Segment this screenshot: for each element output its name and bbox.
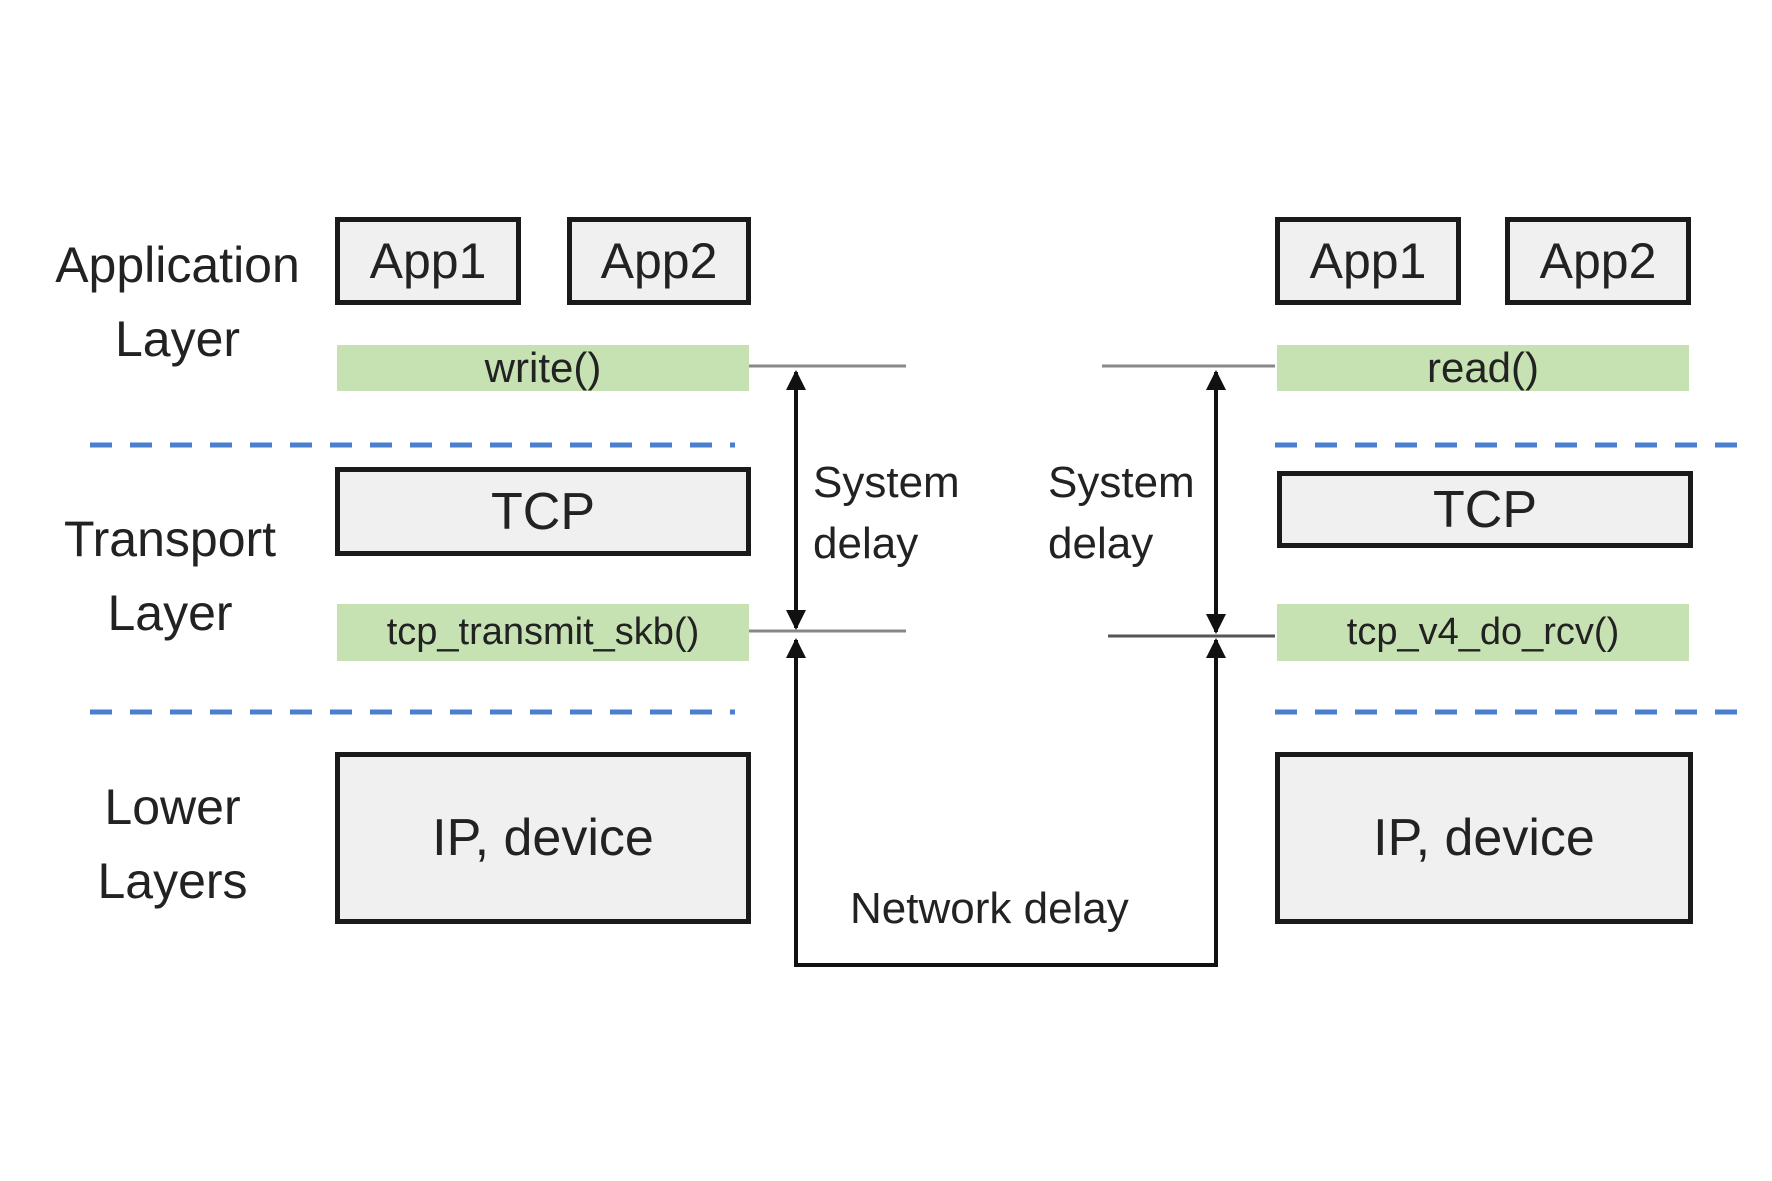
system-delay-right-line2: delay bbox=[1048, 519, 1154, 568]
system-delay-label-left: System delay bbox=[813, 452, 960, 574]
receiver-app1-box: App1 bbox=[1275, 217, 1461, 305]
lower-layers-label-line1: Lower bbox=[104, 779, 241, 835]
sender-transmit-function: tcp_transmit_skb() bbox=[337, 604, 749, 661]
transport-layer-label: Transport Layer bbox=[25, 502, 315, 650]
transport-layer-label-line2: Layer bbox=[107, 585, 233, 641]
application-layer-label: Application Layer bbox=[20, 228, 335, 376]
application-layer-label-line1: Application bbox=[55, 237, 300, 293]
transport-layer-label-line1: Transport bbox=[63, 511, 277, 567]
sender-app1-box: App1 bbox=[335, 217, 521, 305]
receiver-ip-device-box: IP, device bbox=[1275, 752, 1693, 924]
application-layer-label-line2: Layer bbox=[114, 311, 241, 367]
receiver-read-function: read() bbox=[1277, 344, 1689, 391]
receiver-app2-box: App2 bbox=[1505, 217, 1691, 305]
sender-write-function: write() bbox=[337, 344, 749, 391]
network-delay-label: Network delay bbox=[850, 884, 1129, 933]
system-delay-left-line1: System bbox=[813, 458, 960, 507]
sender-tcp-box: TCP bbox=[335, 467, 751, 556]
system-delay-label-right: System delay bbox=[1048, 452, 1195, 574]
receiver-tcp-box: TCP bbox=[1277, 471, 1693, 548]
lower-layers-label-line2: Layers bbox=[97, 853, 248, 909]
sender-ip-device-box: IP, device bbox=[335, 752, 751, 924]
sender-app2-box: App2 bbox=[567, 217, 751, 305]
network-delay-path bbox=[786, 638, 1226, 967]
system-delay-left-line2: delay bbox=[813, 519, 919, 568]
receiver-rcv-function: tcp_v4_do_rcv() bbox=[1277, 604, 1689, 661]
system-delay-right-line1: System bbox=[1048, 458, 1195, 507]
lower-layers-label: Lower Layers bbox=[55, 770, 290, 918]
